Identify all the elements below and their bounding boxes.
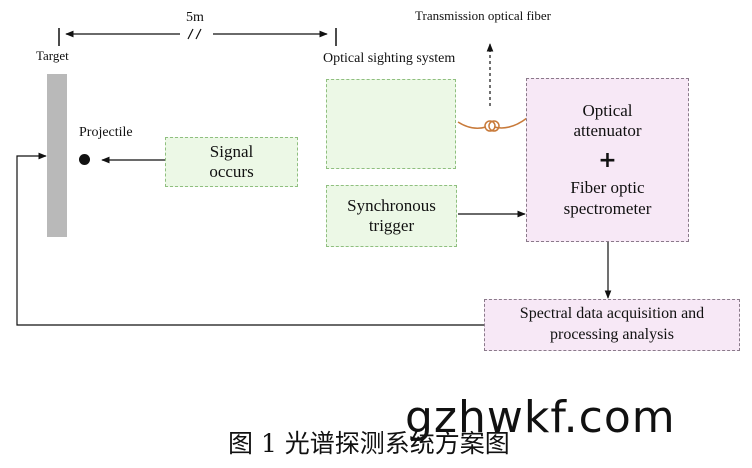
signal-occurs-box: Signal occurs bbox=[165, 137, 298, 187]
synchronous-trigger-box: Synchronous trigger bbox=[326, 185, 457, 247]
fiber-coil bbox=[488, 120, 500, 132]
fiber-line bbox=[457, 117, 528, 129]
optical-sighting-box bbox=[326, 79, 456, 169]
projectile-dot bbox=[79, 154, 90, 165]
figure-caption: 图 1 光谱探测系统方案图 bbox=[228, 429, 510, 458]
optical-sighting-label: Optical sighting system bbox=[323, 51, 456, 66]
distance-label: 5m bbox=[186, 10, 204, 25]
target-bar bbox=[47, 74, 67, 237]
fiber-coil bbox=[484, 120, 496, 132]
target-label: Target bbox=[36, 48, 69, 63]
data-acquisition-text: Spectral data acquisition and processing… bbox=[519, 305, 705, 343]
fiber-optic-spectrometer-text: Fiber optic spectrometer bbox=[563, 178, 652, 218]
attenuator-spectrometer-box: Optical attenuator + Fiber optic spectro… bbox=[526, 78, 689, 242]
distance-break-mark bbox=[195, 28, 202, 40]
plus-sign: + bbox=[598, 147, 617, 173]
optical-attenuator-text: Optical attenuator bbox=[573, 101, 642, 141]
synchronous-trigger-text: Synchronous trigger bbox=[347, 196, 436, 235]
feedback-loop-line bbox=[16, 152, 484, 326]
distance-break-mark bbox=[187, 28, 194, 40]
watermark-text: gzhwkf.com bbox=[405, 392, 676, 443]
transmission-fiber-label: Transmission optical fiber bbox=[415, 8, 552, 23]
projectile-label: Projectile bbox=[79, 125, 133, 140]
signal-occurs-text: Signal occurs bbox=[209, 142, 254, 181]
data-acquisition-box: Spectral data acquisition and processing… bbox=[484, 299, 740, 351]
